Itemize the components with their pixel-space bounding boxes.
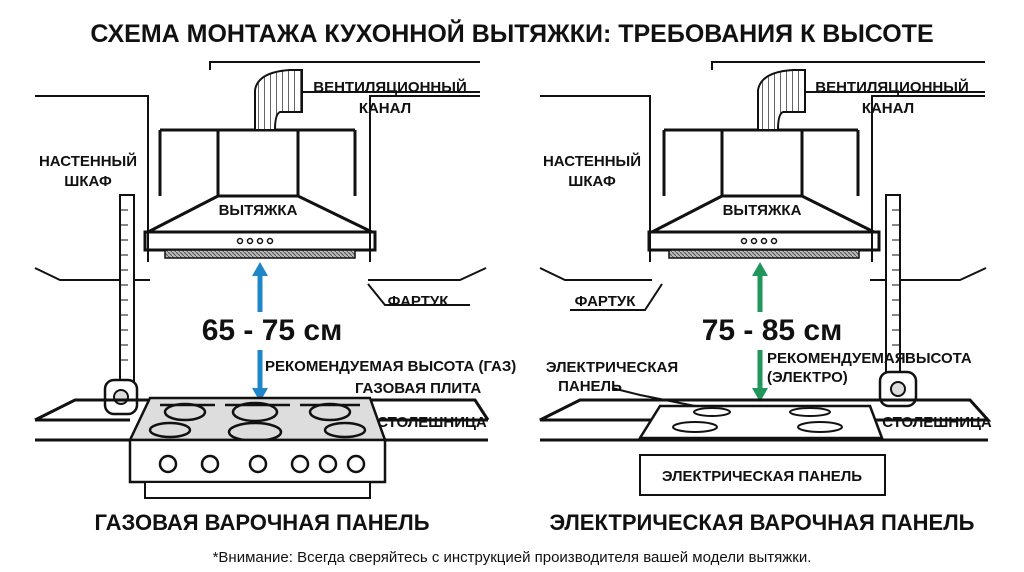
left-wall-cabinet-right <box>369 95 480 262</box>
left-backsplash-leader <box>367 283 470 306</box>
right-duct-top <box>711 61 985 70</box>
gas-scene: ВЫТЯЖКА ВЕНТИЛЯЦИОННЫЙ КАНАЛ НАСТЕННЫЙ Ш… <box>34 61 516 535</box>
left-arrow-gap <box>248 312 272 350</box>
left-panel-title: ГАЗОВАЯ ВАРОЧНАЯ ПАНЕЛЬ <box>94 510 429 535</box>
right-hood-label: ВЫТЯЖКА <box>723 202 802 219</box>
right-hob-label-2: ПАНЕЛЬ <box>558 378 622 395</box>
left-backsplash-label: ФАРТУК <box>388 293 450 310</box>
electric-scene: ВЫТЯЖКА ВЕНТИЛЯЦИОННЫЙ КАНАЛ НАСТЕННЫЙ Ш… <box>539 61 992 535</box>
left-hood-chimney-frame <box>158 128 357 196</box>
right-height-note-1: РЕКОМЕНДУЕМАЯ <box>767 350 905 367</box>
gas-stove <box>128 396 387 499</box>
left-duct-top <box>209 61 480 70</box>
left-tape-measure <box>103 194 139 416</box>
right-height-note-2: (ЭЛЕКТРО) <box>767 369 848 386</box>
left-stove-label: ГАЗОВАЯ ПЛИТА <box>355 380 481 397</box>
right-hood-buttons <box>740 237 778 245</box>
right-hood-chimney <box>720 128 804 198</box>
right-tape-measure <box>878 194 918 408</box>
right-height-range: 75 - 85 см <box>702 314 843 347</box>
right-hood-chimney-frame <box>662 128 860 196</box>
left-ceiling-line <box>35 95 149 262</box>
left-countertop-front <box>35 418 488 442</box>
right-wall-cabinet-right <box>871 95 985 262</box>
right-backsplash-label: ФАРТУК <box>575 293 637 310</box>
left-cabinet-label-2: ШКАФ <box>64 173 112 190</box>
right-backsplash-leader <box>570 283 663 311</box>
right-countertop-label: СТОЛЕШНИЦА <box>882 414 992 431</box>
left-height-note: РЕКОМЕНДУЕМАЯ ВЫСОТА (ГАЗ) <box>265 358 516 375</box>
left-cabinet-bottom-right <box>368 267 487 281</box>
right-duct <box>757 69 806 131</box>
right-cabinet-front <box>639 454 886 496</box>
left-countertop <box>34 398 490 422</box>
right-arrow-gap <box>748 312 772 350</box>
left-hood-buttons <box>236 237 274 245</box>
right-hob-label-1: ЭЛЕКТРИЧЕСКАЯ <box>546 359 678 376</box>
page-title: СХЕМА МОНТАЖА КУХОННОЙ ВЫТЯЖКИ: ТРЕБОВАН… <box>90 18 933 48</box>
electric-hob <box>637 404 884 440</box>
right-hood-grille <box>668 249 860 259</box>
left-duct <box>254 69 303 131</box>
left-hood-grille <box>164 249 356 259</box>
right-duct-label-2: КАНАЛ <box>862 100 914 117</box>
right-ceiling-line <box>540 95 651 262</box>
left-duct-label-1: ВЕНТИЛЯЦИОННЫЙ <box>313 78 466 96</box>
right-duct-label-1: ВЕНТИЛЯЦИОННЫЙ <box>815 78 968 96</box>
right-cabinet-front-label: ЭЛЕКТРИЧЕСКАЯ ПАНЕЛЬ <box>662 468 862 485</box>
left-countertop-label: СТОЛЕШНИЦА <box>377 414 487 431</box>
left-height-range: 65 - 75 см <box>202 314 343 347</box>
left-hood-chimney <box>216 128 300 198</box>
right-panel-title: ЭЛЕКТРИЧЕСКАЯ ВАРОЧНАЯ ПАНЕЛЬ <box>550 510 975 535</box>
right-cabinet-label-1: НАСТЕННЫЙ <box>543 152 641 170</box>
left-hood-label: ВЫТЯЖКА <box>219 202 298 219</box>
right-cabinet-label-2: ШКАФ <box>568 173 616 190</box>
right-cabinet-bottom-left <box>539 267 652 281</box>
right-height-note-word: ВЫСОТА <box>905 350 972 367</box>
left-cabinet-label-1: НАСТЕННЫЙ <box>39 152 137 170</box>
footnote: *Внимание: Всегда сверяйтесь с инструкци… <box>213 549 812 566</box>
left-duct-label-2: КАНАЛ <box>359 100 411 117</box>
